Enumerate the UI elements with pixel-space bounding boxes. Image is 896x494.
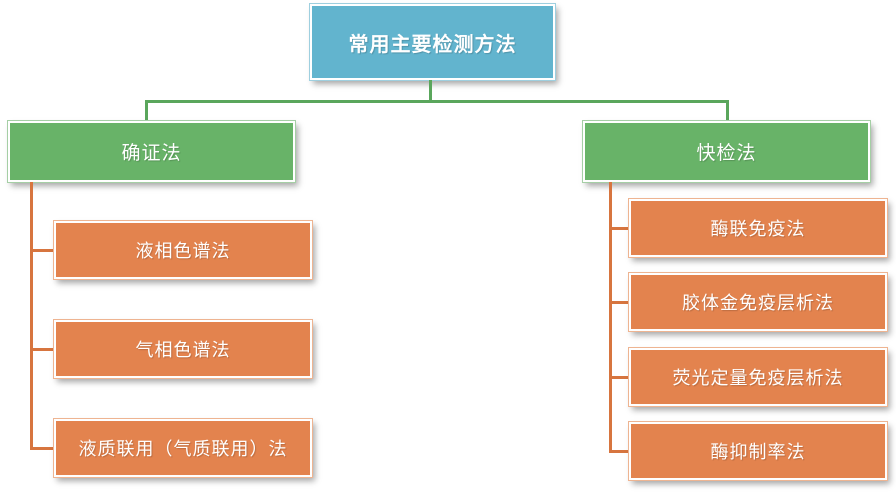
connector-rail-left [30,182,33,450]
root-node: 常用主要检测方法 [310,4,555,80]
leaf-node-gas-chromatography: 气相色谱法 [54,320,312,378]
branch-node-label: 快检法 [696,143,757,164]
connector-stub [30,249,56,252]
leaf-node-label: 荧光定量免疫层析法 [672,368,844,388]
connector-drop-right [726,100,729,121]
branch-node-confirmation: 确证法 [8,121,295,182]
leaf-node-enzyme-inhibition: 酶抑制率法 [629,422,887,480]
leaf-node-colloidal-gold: 胶体金免疫层析法 [629,273,887,331]
branch-node-label: 确证法 [121,143,182,164]
leaf-node-label: 液质联用（气质联用）法 [78,439,288,459]
connector-stub [609,450,632,453]
connector-stub [609,376,632,379]
connector-stub [609,227,632,230]
leaf-node-label: 胶体金免疫层析法 [682,293,834,313]
connector-root-stem [429,80,432,102]
branch-node-rapid-test: 快检法 [583,121,870,182]
leaf-node-label: 酶联免疫法 [710,219,806,239]
connector-stub [30,348,56,351]
connector-stub [30,447,56,450]
leaf-node-lcms-gcms: 液质联用（气质联用）法 [54,419,312,477]
leaf-node-liquid-chromatography: 液相色谱法 [54,221,312,279]
connector-cross-bar [145,100,729,103]
leaf-node-label: 液相色谱法 [135,241,231,261]
connector-rail-right [609,182,612,453]
leaf-node-fluorescence-quantitative: 荧光定量免疫层析法 [629,348,887,406]
connector-stub [609,301,632,304]
leaf-node-label: 酶抑制率法 [710,442,806,462]
connector-drop-left [145,100,148,121]
root-node-label: 常用主要检测方法 [348,33,517,56]
leaf-node-elisa: 酶联免疫法 [629,199,887,257]
leaf-node-label: 气相色谱法 [135,340,231,360]
